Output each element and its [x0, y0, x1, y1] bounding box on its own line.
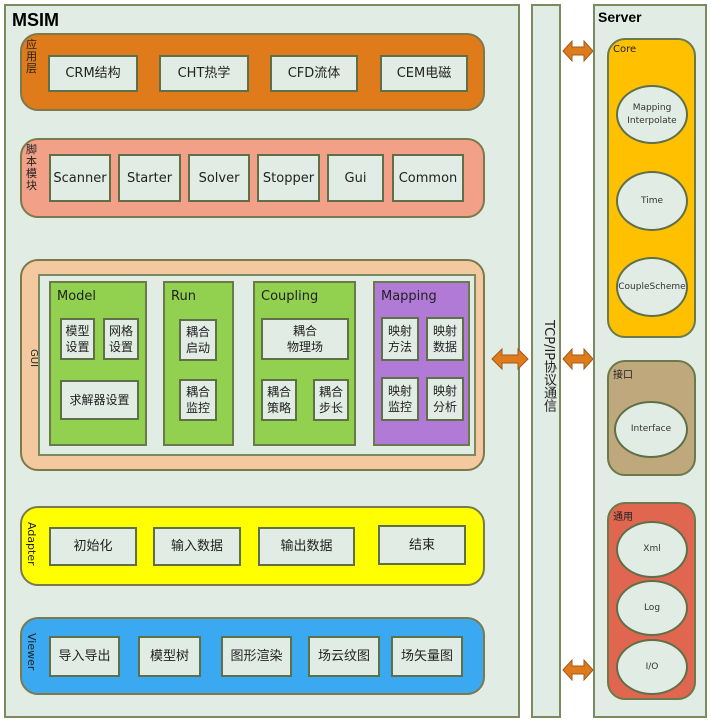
- run-item-start[interactable]: 耦合 启动: [179, 319, 217, 361]
- script-layer-label-text: 脚本模块: [26, 143, 37, 192]
- core-item-couple-scheme[interactable]: CoupleScheme: [616, 257, 688, 317]
- gui-group-run-title: Run: [171, 289, 196, 304]
- msim-title: MSIM: [12, 10, 59, 30]
- server-group-common-label: 通用: [613, 512, 633, 523]
- viewer-item-model-tree[interactable]: 模型树: [138, 636, 201, 677]
- gui-group-mapping-title: Mapping: [381, 289, 437, 304]
- server-group-core-label: Core: [613, 44, 637, 55]
- double-arrow-icon: [491, 347, 529, 371]
- viewer-item-render[interactable]: 图形渲染: [221, 636, 292, 677]
- common-item-log[interactable]: Log: [616, 580, 688, 636]
- coupling-item-step[interactable]: 耦合 步长: [313, 379, 349, 421]
- mapping-item-monitor[interactable]: 映射 监控: [381, 377, 419, 421]
- coupling-item-strategy[interactable]: 耦合 策略: [261, 379, 297, 421]
- script-item-gui[interactable]: Gui: [327, 154, 384, 202]
- common-item-io[interactable]: I/O: [616, 639, 688, 695]
- core-item-time[interactable]: Time: [616, 171, 688, 231]
- script-item-scanner[interactable]: Scanner: [49, 154, 111, 202]
- script-item-stopper[interactable]: Stopper: [257, 154, 320, 202]
- app-item-cem[interactable]: CEM电磁: [380, 55, 468, 92]
- double-arrow-icon: [562, 658, 594, 682]
- gui-group-coupling-title: Coupling: [261, 289, 319, 304]
- app-item-crm[interactable]: CRM结构: [48, 55, 138, 92]
- run-item-monitor[interactable]: 耦合 监控: [179, 379, 217, 421]
- coupling-item-physics[interactable]: 耦合 物理场: [261, 318, 349, 360]
- viewer-layer-label: Viewer: [25, 633, 38, 671]
- core-item-mapping-interpolate[interactable]: Mapping Interpolate: [616, 85, 688, 144]
- server-group-interface-label: 接口: [613, 370, 633, 381]
- adapter-layer-label: Adapter: [25, 522, 38, 566]
- script-layer-label: 脚本模块: [26, 144, 38, 192]
- model-item-mesh-settings[interactable]: 网格 设置: [103, 318, 139, 360]
- adapter-item-end[interactable]: 结束: [378, 525, 466, 565]
- app-layer-label-text: 应用层: [26, 38, 37, 75]
- server-title: Server: [598, 9, 642, 25]
- script-item-solver[interactable]: Solver: [188, 154, 250, 202]
- app-layer-label: 应用层: [26, 39, 38, 75]
- mapping-item-method[interactable]: 映射 方法: [381, 317, 419, 361]
- common-item-xml[interactable]: Xml: [616, 521, 688, 578]
- tcpip-column: TCP/IP协议通信: [531, 4, 561, 718]
- viewer-item-vector[interactable]: 场矢量图: [391, 636, 463, 677]
- tcpip-label: TCP/IP协议通信: [541, 320, 556, 413]
- double-arrow-icon: [562, 39, 594, 63]
- gui-layer-label: GUI: [28, 349, 39, 368]
- viewer-item-contour[interactable]: 场云纹图: [308, 636, 380, 677]
- gui-group-model-title: Model: [57, 289, 97, 304]
- adapter-item-init[interactable]: 初始化: [49, 527, 137, 566]
- model-item-model-settings[interactable]: 模型 设置: [60, 318, 95, 360]
- adapter-item-output[interactable]: 输出数据: [258, 527, 355, 566]
- gui-group-run: Run: [163, 281, 234, 446]
- interface-item-interface[interactable]: Interface: [614, 401, 688, 458]
- model-item-solver-settings[interactable]: 求解器设置: [60, 380, 139, 420]
- mapping-item-data[interactable]: 映射 数据: [426, 317, 464, 361]
- adapter-item-input[interactable]: 输入数据: [153, 527, 241, 566]
- script-item-starter[interactable]: Starter: [118, 154, 181, 202]
- gui-group-coupling: Coupling: [253, 281, 356, 446]
- script-item-common[interactable]: Common: [392, 154, 464, 202]
- double-arrow-icon: [562, 347, 594, 371]
- app-item-cfd[interactable]: CFD流体: [270, 55, 358, 92]
- gui-group-model: Model: [49, 281, 147, 446]
- viewer-item-import-export[interactable]: 导入导出: [49, 636, 120, 677]
- mapping-item-analysis[interactable]: 映射 分析: [426, 377, 464, 421]
- app-item-cht[interactable]: CHT热学: [159, 55, 249, 92]
- gui-group-mapping: Mapping: [373, 281, 470, 446]
